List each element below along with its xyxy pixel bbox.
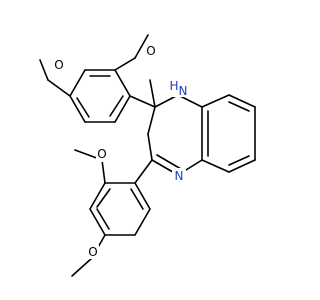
diazepine-ring: [129, 79, 203, 176]
label-backdrop: [96, 148, 108, 162]
bond: [134, 159, 153, 184]
bond: [114, 69, 131, 97]
label-backdrop: [145, 45, 157, 59]
hydrogen-atom-amine: H: [169, 79, 178, 93]
bond: [129, 95, 156, 108]
label-backdrop: [53, 58, 65, 72]
bond: [89, 208, 106, 236]
bond: [201, 94, 230, 108]
bottom-aryl-ring: [89, 159, 153, 236]
bond: [228, 94, 256, 108]
bond: [114, 95, 131, 123]
bond: [228, 159, 256, 173]
oxygen-atom-top-para: O: [54, 58, 63, 72]
bond: [101, 159, 106, 184]
oxygen-atom-top-ortho: O: [146, 44, 155, 58]
bond: [39, 59, 49, 81]
top-aryl-ring: [69, 69, 131, 123]
bond: [134, 34, 149, 59]
bond: [201, 159, 230, 173]
top-methoxy-groups: [39, 34, 149, 97]
bond: [134, 208, 151, 236]
bond: [114, 57, 136, 71]
aromatic-bond: [130, 188, 144, 210]
bond: [147, 106, 156, 135]
atom-labels: O O H N N O O: [53, 44, 191, 259]
aromatic-bond: [76, 97, 90, 118]
bond: [134, 182, 151, 210]
oxygen-atom-bottom-para: O: [88, 245, 97, 259]
molecule-diagram: O O H N N O O: [39, 34, 256, 277]
label-backdrop: [172, 168, 186, 182]
double-bond: [156, 154, 182, 170]
bond: [69, 95, 86, 123]
structure-canvas: O O H N N O O: [39, 34, 256, 277]
aromatic-bond: [228, 101, 250, 112]
bond: [47, 79, 71, 97]
aromatic-bond: [109, 95, 124, 117]
label-backdrop: [169, 79, 191, 97]
bond: [69, 69, 86, 97]
aromatic-bond: [228, 155, 250, 166]
bond: [89, 182, 106, 210]
bond: [149, 79, 156, 108]
oxygen-atom-bottom-ortho: O: [97, 147, 106, 161]
label-backdrop: [87, 245, 99, 259]
aromatic-bond: [96, 208, 110, 230]
fused-benzene-ring: [201, 94, 256, 173]
aromatic-bond: [96, 188, 111, 208]
bond: [147, 133, 153, 161]
bond: [71, 257, 93, 277]
nitrogen-atom-amine: N: [179, 84, 188, 98]
nitrogen-atom-imine: N: [175, 169, 184, 183]
